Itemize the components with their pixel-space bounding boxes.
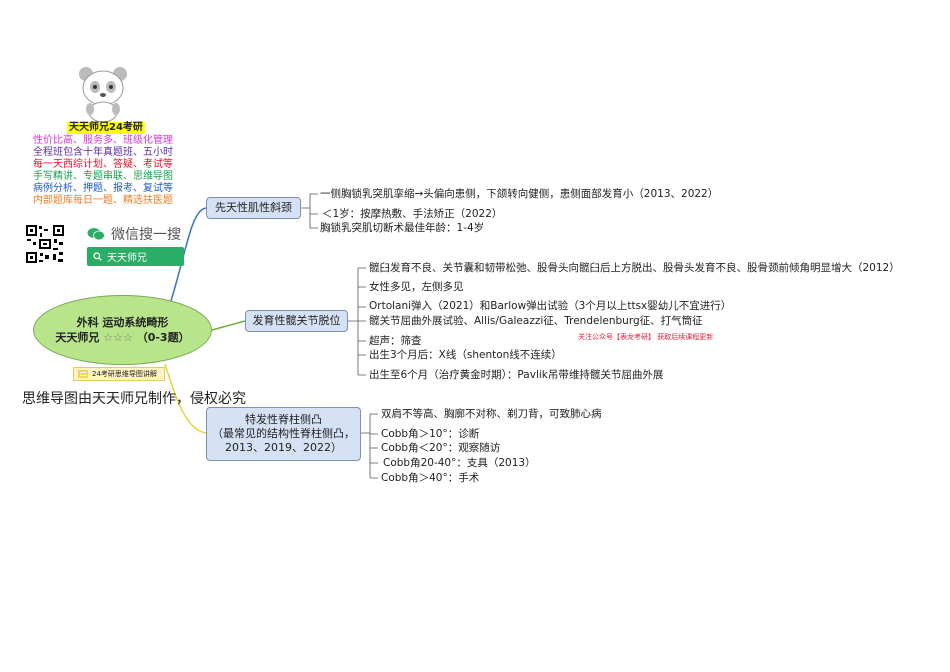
leaf-text: 女性多见，左侧多见	[369, 281, 464, 293]
promo-title: 天天师兄24考研	[67, 122, 145, 134]
promo-line: 每一天西综计划、答疑、考试等	[33, 159, 173, 170]
leaf-text: 出生至6个月（治疗黄金时期）：Pavlik吊带维持髋关节屈曲外展	[369, 369, 664, 381]
leaf-text: 出生3个月后：X线（shenton线不连续）	[369, 349, 562, 361]
branch-title-line: 2013、2019、2022）	[225, 441, 342, 454]
video-tag-label: 24考研思维导图讲解	[92, 370, 157, 378]
leaf-text: 超声：筛查	[369, 335, 422, 347]
leaf-text: Ortolani弹入（2021）和Barlow弹出试验（3个月以上ttsx婴幼儿…	[369, 300, 732, 312]
root-title: 外科 运动系统畸形	[76, 316, 169, 329]
leaf-text: Cobb角＜20°：观察随访	[381, 442, 501, 454]
wechat-icon	[87, 228, 105, 241]
branch-node-torticollis: 先天性肌性斜颈	[206, 197, 301, 219]
leaf-text: 双肩不等高、胸廓不对称、剃刀背，可致肺心病	[381, 408, 602, 420]
root-author: 天天师兄	[55, 331, 100, 344]
promo-line: 内部题库每日一题、精选扶医题	[33, 195, 173, 206]
promo-line: 性价比高、服务多、班级化管理	[33, 135, 173, 146]
leaf-text: 胸锁乳突肌切断术最佳年龄：1-4岁	[320, 222, 485, 234]
list-icon	[78, 370, 88, 378]
wechat-search-box[interactable]: 天天师兄	[87, 247, 184, 266]
promo-line: 全程班包含十年真题班、五小时	[33, 147, 173, 158]
search-icon	[93, 252, 102, 261]
root-count: （0-3题）	[136, 331, 190, 344]
leaf-text: Cobb角＞10°：诊断	[381, 428, 480, 440]
copyright-notice: 思维导图由天天师兄制作，侵权必究	[22, 391, 246, 407]
leaf-text: 髋关节屈曲外展试验、Allis/Galeazzi征、Trendelenburg征…	[369, 315, 703, 327]
leaf-text: Cobb角20-40°：支具（2013）	[383, 457, 536, 469]
root-node: 外科 运动系统畸形 天天师兄 ☆☆☆ （0-3题）	[33, 295, 212, 365]
leaf-text: Cobb角＞40°：手术	[381, 472, 480, 484]
leaf-text: 髋臼发育不良、关节囊和韧带松弛、股骨头向髋臼后上方脱出、股骨头发育不良、股骨颈前…	[369, 262, 900, 274]
root-subtitle: 天天师兄 ☆☆☆ （0-3题）	[34, 330, 211, 345]
red-note: 关注公众号【表龙考研】 获取后续课程更新	[578, 333, 714, 341]
branch-node-ddh: 发育性髋关节脱位	[245, 310, 348, 332]
root-stars: ☆☆☆	[103, 331, 133, 344]
qr-code-icon	[25, 224, 65, 264]
promo-line: 病例分析、押题、报考、复试等	[33, 183, 173, 194]
branch-title-line: 特发性脊柱侧凸	[245, 413, 322, 426]
panda-mascot-icon	[79, 67, 127, 122]
leaf-text: 一侧胸锁乳突肌挛缩→头偏向患侧，下颌转向健侧，患侧面部发育小（2013、2022…	[320, 188, 719, 200]
search-text: 天天师兄	[107, 253, 147, 264]
wechat-label: 微信搜一搜	[111, 227, 181, 243]
branch-title-line: （最常见的结构性脊柱侧凸，	[212, 427, 355, 440]
leaf-text: ＜1岁：按摩热敷、手法矫正（2022）	[322, 208, 503, 220]
video-tag: 24考研思维导图讲解	[73, 367, 165, 381]
branch-node-scoliosis: 特发性脊柱侧凸 （最常见的结构性脊柱侧凸， 2013、2019、2022）	[206, 407, 361, 461]
wechat-search-label: 微信搜一搜	[87, 224, 181, 244]
promo-line: 手写精讲、专题串联、思维导图	[33, 171, 173, 182]
